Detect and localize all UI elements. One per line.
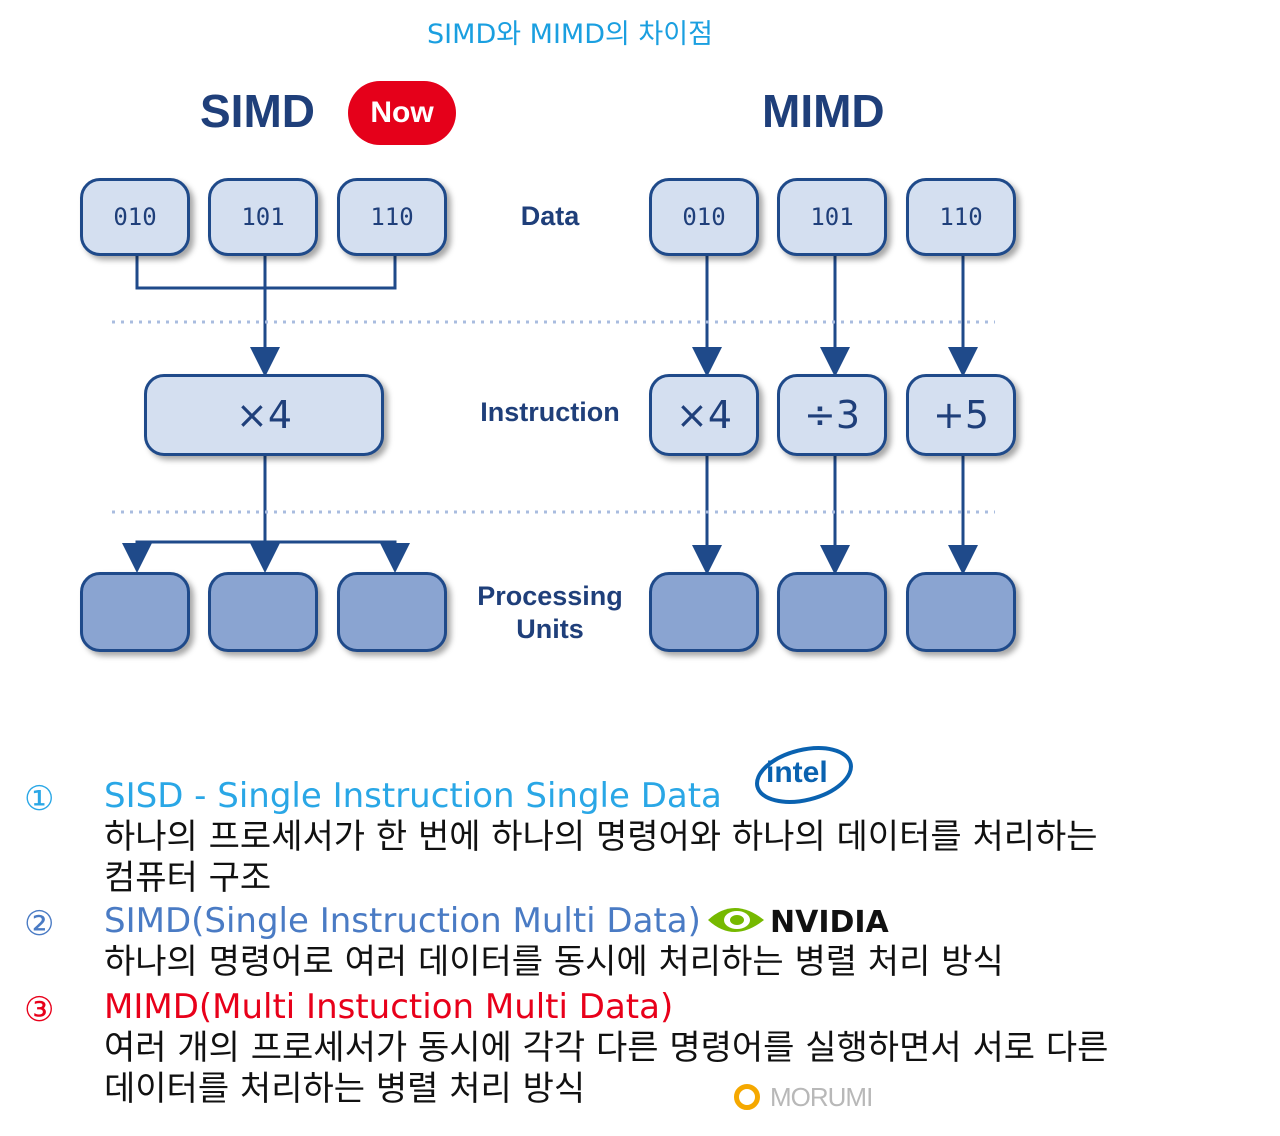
simd-data-box: 110 <box>337 178 447 256</box>
list-body-line: 데이터를 처리하는 병렬 처리 방식 <box>104 1069 586 1109</box>
list-marker: ③ <box>24 990 55 1030</box>
list-item-sisd: SISD - Single Instruction Single Data 하나… <box>104 776 1098 899</box>
list-item-simd: SIMD(Single Instruction Multi Data) 하나의 … <box>104 901 1004 983</box>
simd-processing-unit <box>337 572 447 652</box>
diagram-connectors <box>112 255 995 575</box>
simd-processing-unit <box>80 572 190 652</box>
list-marker: ② <box>24 904 55 944</box>
list-body-line: 하나의 프로세서가 한 번에 하나의 명령어와 하나의 데이터를 처리하는 <box>104 817 1098 857</box>
morumi-circle-icon <box>734 1084 760 1110</box>
list-body-line: 하나의 명령어로 여러 데이터를 동시에 처리하는 병렬 처리 방식 <box>104 942 1004 982</box>
mimd-processing-unit <box>777 572 887 652</box>
intel-logo-text: intel <box>766 756 828 789</box>
nvidia-logo-text: NVIDIA <box>770 905 890 940</box>
simd-instruction-box: ×4 <box>144 374 384 456</box>
nvidia-eye-icon <box>708 908 764 932</box>
row-label-data: Data <box>520 201 580 231</box>
now-badge: Now <box>348 81 456 145</box>
simd-data-box: 101 <box>208 178 318 256</box>
list-marker: ① <box>24 779 55 819</box>
mimd-data-box: 101 <box>777 178 887 256</box>
simd-header: SIMD <box>200 85 315 137</box>
list-item-mimd: MIMD(Multi Instuction Multi Data) 여러 개의 … <box>104 987 1108 1110</box>
intel-logo: intel <box>755 746 853 804</box>
morumi-logo-text: MORUMI <box>770 1081 873 1112</box>
mimd-header: MIMD <box>762 85 885 137</box>
list-body-line: 컴퓨터 구조 <box>104 858 272 898</box>
mimd-instruction-box: +5 <box>906 374 1016 456</box>
simd-processing-unit <box>208 572 318 652</box>
row-label-processing-units: Processing Units <box>460 580 640 646</box>
mimd-processing-unit <box>906 572 1016 652</box>
mimd-data-box: 010 <box>649 178 759 256</box>
row-label-units: Units <box>516 614 584 644</box>
list-heading: SISD - Single Instruction Single Data <box>104 776 722 816</box>
list-body-line: 여러 개의 프로세서가 동시에 각각 다른 명령어를 실행하면서 서로 다른 <box>104 1028 1109 1068</box>
nvidia-logo: NVIDIA <box>708 905 890 940</box>
mimd-data-box: 110 <box>906 178 1016 256</box>
mimd-processing-unit <box>649 572 759 652</box>
list-heading: MIMD(Multi Instuction Multi Data) <box>104 987 674 1027</box>
mimd-instruction-box: ÷3 <box>777 374 887 456</box>
row-label-processing: Processing <box>477 581 623 611</box>
row-label-instruction: Instruction <box>480 397 620 427</box>
list-heading: SIMD(Single Instruction Multi Data) <box>104 901 701 941</box>
morumi-logo: MORUMI <box>734 1080 873 1114</box>
page-title: SIMD와 MIMD의 차이점 <box>427 19 713 50</box>
simd-data-box: 010 <box>80 178 190 256</box>
mimd-instruction-box: ×4 <box>649 374 759 456</box>
